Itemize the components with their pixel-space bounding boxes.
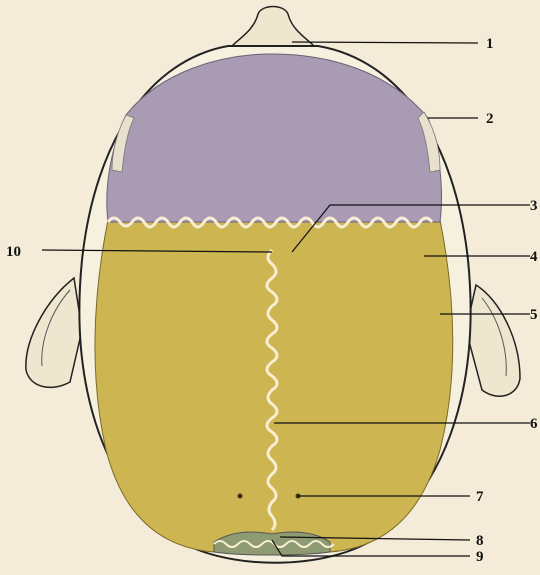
- parietal-foramen-left: [238, 494, 243, 499]
- callout-label-9: 9: [476, 549, 484, 565]
- right-ear: [466, 285, 520, 396]
- callout-label-4: 4: [530, 249, 538, 265]
- callout-label-3: 3: [530, 198, 538, 214]
- callout-label-6: 6: [530, 416, 538, 432]
- callout-label-2: 2: [486, 111, 494, 127]
- callout-label-8: 8: [476, 533, 484, 549]
- frontal-bone: [107, 54, 442, 222]
- nose: [232, 7, 314, 47]
- callout-label-5: 5: [530, 307, 538, 323]
- leader-line-1: [292, 42, 478, 43]
- callout-label-1: 1: [486, 36, 494, 52]
- callout-label-7: 7: [476, 489, 484, 505]
- left-ear: [26, 278, 82, 387]
- callout-label-10: 10: [6, 244, 21, 260]
